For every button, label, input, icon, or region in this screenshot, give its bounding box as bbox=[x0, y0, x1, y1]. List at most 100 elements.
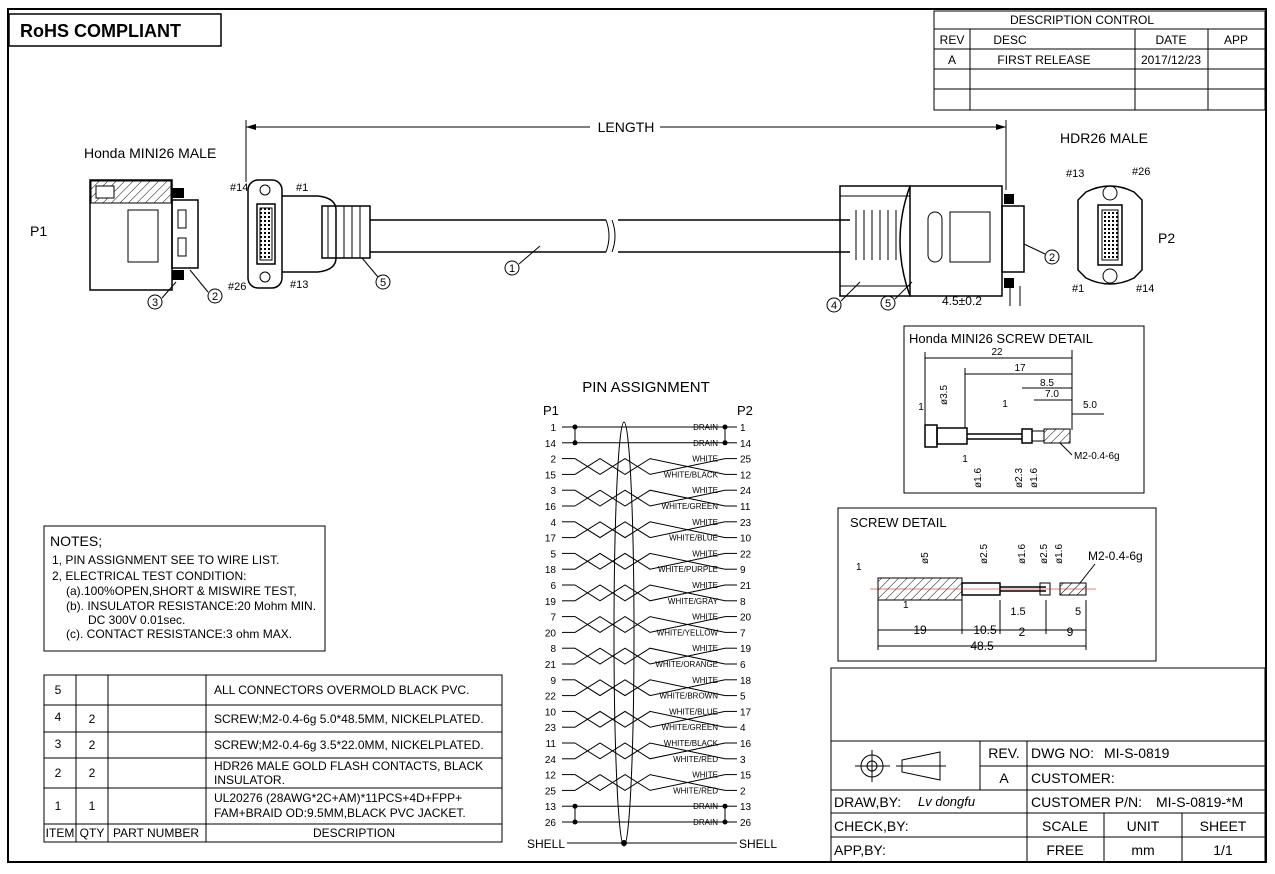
pin-p2-4: 24 bbox=[740, 486, 752, 497]
pin-p2-1: 14 bbox=[740, 439, 752, 450]
shell-right: SHELL bbox=[739, 837, 777, 851]
pin-p2-18: 17 bbox=[740, 707, 752, 718]
twisted-wire-b-18 bbox=[574, 710, 726, 728]
pin-wire-15: WHITE/ORANGE bbox=[655, 660, 718, 669]
pin-p2-17: 5 bbox=[740, 692, 746, 703]
screw-dim-5: 5 bbox=[1075, 606, 1081, 618]
bom-qty-4: 2 bbox=[89, 712, 96, 726]
pin-p1-18: 10 bbox=[545, 707, 557, 718]
honda-dim-22: 22 bbox=[991, 347, 1003, 358]
pin-p2-5: 11 bbox=[740, 502, 751, 513]
p2-connector-name: HDR26 MALE bbox=[1060, 130, 1148, 146]
notes-title: NOTES; bbox=[50, 533, 102, 549]
pin-p1-20: 11 bbox=[546, 739, 557, 750]
bom-item-2: 2 bbox=[55, 766, 62, 780]
pin-p1-21: 24 bbox=[545, 755, 557, 766]
pin-wire-16: WHITE bbox=[692, 676, 718, 685]
pin-p1-23: 25 bbox=[545, 786, 557, 797]
balloon-1: 1 bbox=[509, 263, 515, 275]
bom-item-4: 4 bbox=[55, 710, 62, 724]
twisted-wire-b-12 bbox=[574, 616, 726, 633]
pin-wire-18: WHITE/BLUE bbox=[669, 707, 718, 716]
pin-wire-2: WHITE bbox=[692, 455, 718, 464]
balloon-3: 3 bbox=[152, 297, 158, 309]
p1-pin-1: #1 bbox=[296, 182, 308, 194]
draw-by-value: Lv dongfu bbox=[918, 794, 975, 809]
p2-pin-14: #14 bbox=[1136, 283, 1154, 295]
scale-value: FREE bbox=[1046, 842, 1083, 858]
note-line-4: (b). INSULATOR RESISTANCE:20 Mohm MIN. bbox=[66, 599, 316, 613]
note-line-3: (a).100%OPEN,SHORT & MISWIRE TEST, bbox=[66, 584, 297, 598]
p2-pin-1: #1 bbox=[1072, 283, 1084, 295]
pin-p1-25: 26 bbox=[545, 818, 557, 829]
app-by-label: APP,BY: bbox=[834, 842, 886, 858]
check-by-label: CHECK,BY: bbox=[834, 818, 909, 834]
sheet-label: SHEET bbox=[1200, 818, 1247, 834]
twisted-wire-b-6 bbox=[574, 521, 726, 539]
bom-qty-3: 2 bbox=[89, 738, 96, 752]
screw-phi-1-6: ø1.6 bbox=[1017, 544, 1028, 564]
twisted-wire-a-2 bbox=[574, 458, 726, 475]
pin-p1-19: 23 bbox=[545, 723, 557, 734]
pin-wire-4: WHITE bbox=[692, 486, 718, 495]
notes-box: NOTES; 1, PIN ASSIGNMENT SEE TO WIRE LIS… bbox=[43, 525, 326, 652]
pin-wire-5: WHITE/GREEN bbox=[662, 502, 719, 511]
balloon-2b: 2 bbox=[1049, 252, 1055, 264]
pin-p2-0: 1 bbox=[740, 423, 746, 434]
pin-wire-22: WHITE bbox=[692, 771, 718, 780]
app-header: APP bbox=[1224, 33, 1248, 47]
twisted-wire-b-20 bbox=[574, 742, 726, 760]
p1-pin-26: #26 bbox=[228, 281, 246, 293]
pin-p2-header: P2 bbox=[737, 403, 753, 418]
twisted-wire-b-2 bbox=[574, 458, 726, 475]
date-header: DATE bbox=[1155, 33, 1186, 47]
pin-p1-11: 19 bbox=[545, 597, 557, 608]
honda-dim-17: 17 bbox=[1014, 363, 1026, 374]
twisted-wire-a-14 bbox=[574, 647, 726, 665]
bom-desc-2a: HDR26 MALE GOLD FLASH CONTACTS, BLACK bbox=[214, 759, 483, 773]
bom-item-5: 5 bbox=[55, 683, 62, 697]
pin-p2-24: 13 bbox=[740, 802, 752, 813]
balloon-2a: 2 bbox=[212, 291, 218, 303]
rohs-label: RoHS COMPLIANT bbox=[20, 21, 181, 41]
twisted-wire-b-8 bbox=[574, 552, 726, 570]
twisted-wire-b-10 bbox=[574, 584, 726, 602]
note-line-1: 1, PIN ASSIGNMENT SEE TO WIRE LIST. bbox=[52, 553, 279, 567]
pin-p2-3: 12 bbox=[740, 470, 752, 481]
sheet-border bbox=[7, 8, 1267, 863]
pin-wire-17: WHITE/BROWN bbox=[659, 692, 718, 701]
scale-label: SCALE bbox=[1042, 818, 1088, 834]
pin-p1-16: 9 bbox=[550, 676, 556, 687]
revision-table: DESCRIPTION CONTROL REV DESC DATE APP A … bbox=[933, 10, 1266, 111]
bom-qty-1: 1 bbox=[89, 799, 96, 813]
honda-dim-1c: 1 bbox=[962, 454, 968, 465]
pin-wire-13: WHITE/YELLOW bbox=[657, 628, 719, 637]
dwg-no-value: MI-S-0819 bbox=[1104, 745, 1170, 761]
pin-p2-10: 21 bbox=[740, 581, 752, 592]
pin-p2-11: 8 bbox=[740, 597, 746, 608]
title-block: REV. A DWG NO: MI-S-0819 CUSTOMER: DRAW,… bbox=[830, 667, 1266, 863]
p1-label: P1 bbox=[30, 223, 47, 239]
balloon-5a: 5 bbox=[380, 277, 386, 289]
pin-p2-8: 22 bbox=[740, 549, 752, 560]
unit-label: UNIT bbox=[1127, 818, 1160, 834]
bom-qty-2: 2 bbox=[89, 766, 96, 780]
twisted-wire-a-18 bbox=[574, 710, 726, 728]
pin-p1-3: 15 bbox=[545, 470, 557, 481]
pin-p2-6: 23 bbox=[740, 518, 752, 529]
honda-dim-8-5: 8.5 bbox=[1040, 378, 1054, 389]
pin-p2-22: 15 bbox=[740, 771, 752, 782]
p1-pin-14: #14 bbox=[230, 182, 248, 194]
pin-p1-13: 20 bbox=[545, 628, 557, 639]
pin-p2-25: 26 bbox=[740, 818, 752, 829]
pin-p1-0: 1 bbox=[550, 423, 556, 434]
honda-dim-1a: 1 bbox=[918, 402, 924, 413]
assembly-drawing: P1 P2 Honda MINI26 MALE HDR26 MALE LENGT… bbox=[30, 119, 1175, 313]
screw-detail-title: SCREW DETAIL bbox=[850, 515, 947, 530]
screw-phi-2-5b: ø2.5 bbox=[1039, 544, 1050, 564]
pin-p2-23: 2 bbox=[740, 786, 746, 797]
honda-phi-1-6b: ø1.6 bbox=[1029, 468, 1040, 488]
screw-thread: M2-0.4-6g bbox=[1088, 549, 1143, 563]
pin-p2-12: 20 bbox=[740, 613, 752, 624]
